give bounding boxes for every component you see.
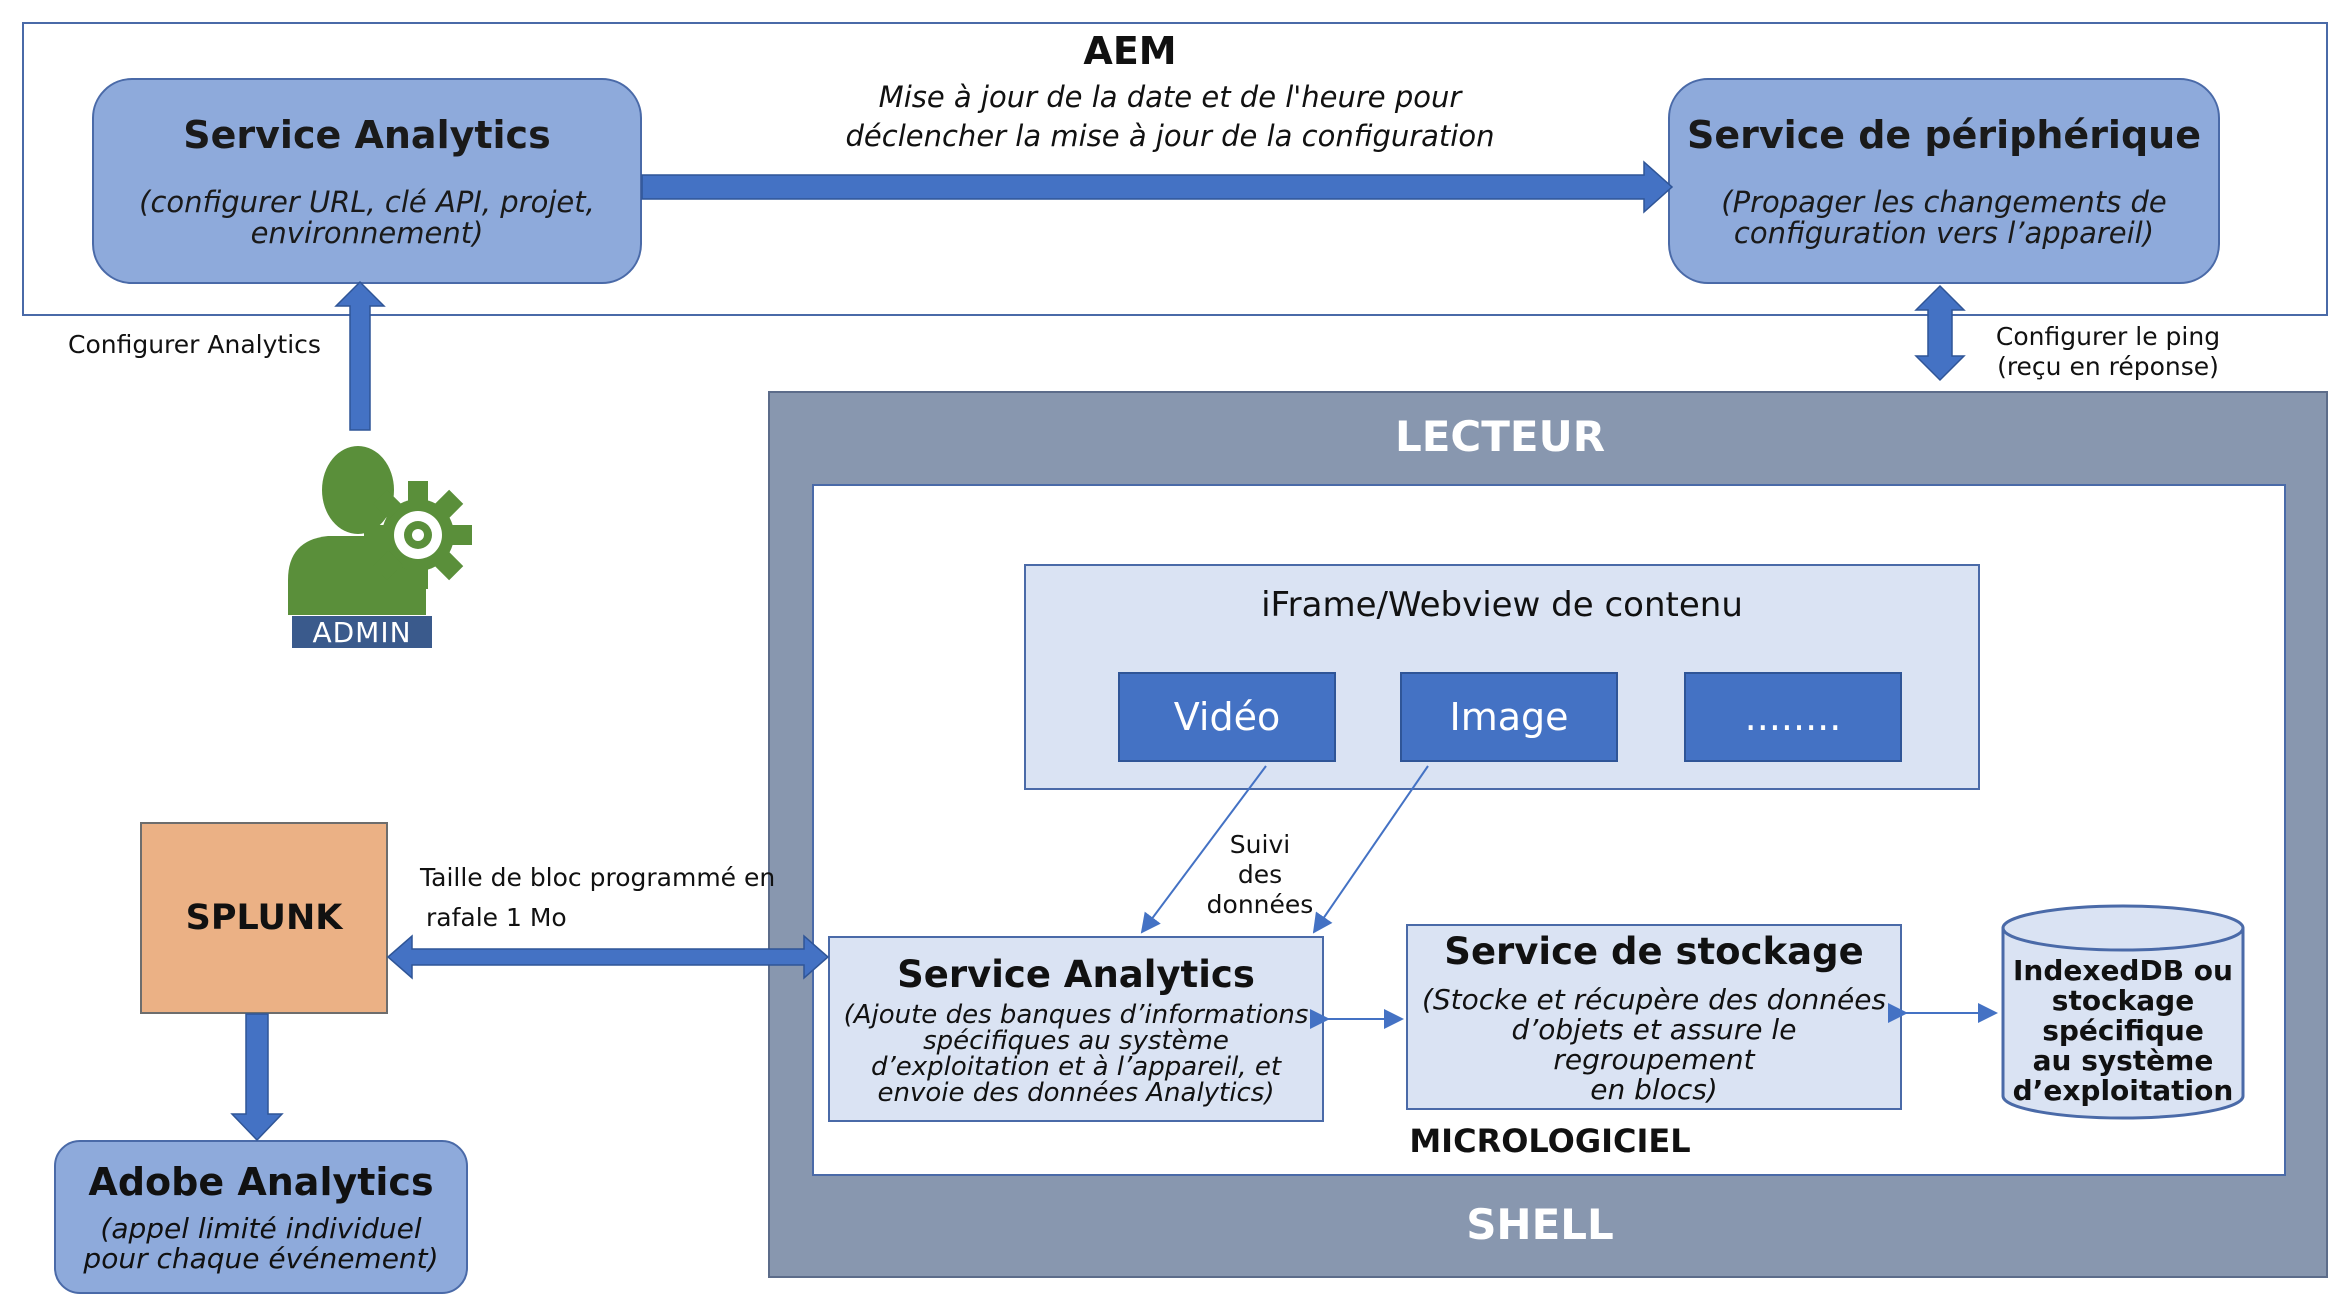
player-analytics-service-title: Service Analytics (897, 952, 1255, 996)
splunk-batch-label: Taille de bloc programmé en rafale 1 Mo (420, 858, 780, 938)
config-update-arrow (641, 160, 1674, 214)
indexeddb-storage-icon (2000, 902, 2246, 1122)
splunk-box[interactable]: SPLUNK (140, 822, 388, 1014)
video-content-button[interactable]: Vidéo (1118, 672, 1336, 762)
indexeddb-line4: au système (2032, 1044, 2214, 1077)
splunk-batch-line1: Taille de bloc programmé en (420, 863, 776, 892)
device-service-title: Service de périphérique (1687, 113, 2201, 157)
storage-service-box[interactable]: Service de stockage (Stocke et récupère … (1406, 924, 1902, 1110)
iframe-webview-title: iFrame/Webview de contenu (1024, 580, 1980, 630)
player-analytics-desc-line3: d’exploitation et à l’appareil, et (870, 1051, 1282, 1082)
image-tracking-arrow (1312, 765, 1429, 934)
storage-desc-line3: en blocs) (1590, 1072, 1718, 1106)
admin-badge: ADMIN (292, 615, 432, 649)
configure-analytics-arrow (334, 280, 386, 431)
aem-analytics-service-title: Service Analytics (183, 113, 551, 157)
ping-double-arrow (1914, 284, 1966, 382)
splunk-label: SPLUNK (185, 898, 343, 938)
device-service-subtitle-line2: configuration vers l’appareil) (1733, 216, 2155, 250)
splunk-to-adobe-arrow (230, 1013, 284, 1142)
configure-analytics-label: Configurer Analytics (68, 330, 321, 359)
player-analytics-desc-line2: spécifiques au système (923, 1025, 1229, 1056)
indexeddb-line1: IndexedDB ou (2013, 954, 2233, 987)
storage-desc-line1: (Stocke et récupère des données (1421, 982, 1887, 1016)
ping-label: Configurer le ping (reçu en réponse) (1968, 322, 2248, 392)
adobe-analytics-subtitle-line1: (appel limité individuel (100, 1212, 422, 1245)
data-tracking-label: Suivi des données (1190, 830, 1330, 926)
indexeddb-line3: spécifique (2042, 1014, 2204, 1047)
aem-update-note: Mise à jour de la date et de l'heure pou… (820, 76, 1520, 158)
aem-analytics-service-subtitle-line1: (configurer URL, clé API, projet, (139, 185, 595, 219)
image-content-button[interactable]: Image (1400, 672, 1618, 762)
aem-update-note-line1: Mise à jour de la date et de l'heure pou… (878, 80, 1462, 114)
data-tracking-line2: des (1237, 860, 1283, 889)
indexeddb-line5: d’exploitation (2012, 1074, 2234, 1107)
video-tracking-arrow (1140, 765, 1267, 934)
indexeddb-line2: stockage (2051, 984, 2195, 1017)
splunk-batch-double-arrow (386, 934, 830, 980)
shell-label: SHELL (1466, 1199, 1614, 1249)
aem-analytics-service-box[interactable]: Service Analytics (configurer URL, clé A… (92, 78, 642, 284)
aem-analytics-service-subtitle-line2: environnement) (250, 216, 484, 250)
player-analytics-desc-line1: (Ajoute des banques d’informations (843, 999, 1309, 1030)
ping-label-line1: Configurer le ping (1995, 322, 2221, 351)
data-tracking-line3: données (1206, 890, 1314, 919)
admin-user-icon (288, 440, 474, 650)
indexeddb-label: IndexedDB ou stockage spécifique au syst… (2002, 956, 2244, 1116)
player-analytics-desc-line4: envoie des données Analytics) (877, 1077, 1275, 1108)
admin-badge-text: ADMIN (312, 615, 412, 649)
data-tracking-line1: Suivi (1229, 830, 1291, 859)
adobe-analytics-title: Adobe Analytics (88, 1160, 434, 1204)
player-analytics-service-box[interactable]: Service Analytics (Ajoute des banques d’… (828, 936, 1324, 1122)
aem-title: AEM (1030, 28, 1230, 74)
splunk-batch-line2: rafale 1 Mo (426, 903, 567, 932)
ping-label-line2: (reçu en réponse) (1997, 352, 2219, 381)
player-title: LECTEUR (1394, 411, 1606, 461)
adobe-analytics-box[interactable]: Adobe Analytics (appel limité individuel… (54, 1140, 468, 1294)
storage-service-title: Service de stockage (1444, 929, 1864, 973)
storage-desc-line2: d’objets et assure le regroupement (1511, 1012, 1797, 1076)
iframe-webview-title-text: iFrame/Webview de contenu (1261, 585, 1743, 625)
more-content-button[interactable]: ........ (1684, 672, 1902, 762)
device-service-box[interactable]: Service de périphérique (Propager les ch… (1668, 78, 2220, 284)
adobe-analytics-subtitle-line2: pour chaque événement) (83, 1242, 439, 1275)
aem-update-note-line2: déclencher la mise à jour de la configur… (845, 119, 1495, 153)
aem-title-text: AEM (1083, 29, 1177, 73)
device-service-subtitle-line1: (Propager les changements de (1721, 185, 2167, 219)
firmware-label-text: MICROLOGICIEL (1409, 1122, 1691, 1160)
firmware-label: MICROLOGICIEL (1400, 1120, 1700, 1162)
